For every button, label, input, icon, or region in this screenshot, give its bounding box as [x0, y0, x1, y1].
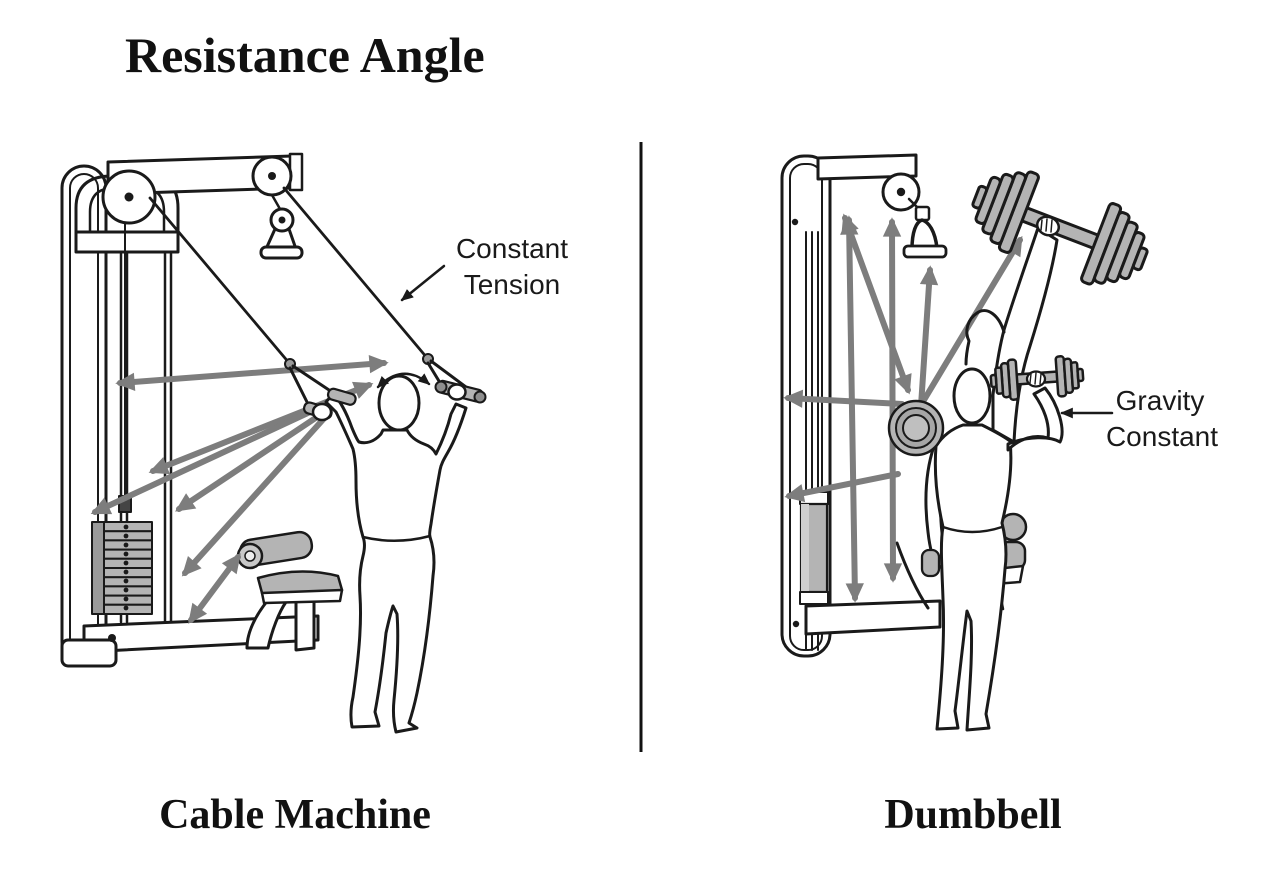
bench	[236, 530, 344, 652]
person-cable	[324, 374, 468, 734]
person-cable-head	[377, 374, 421, 432]
cable-handle-left	[284, 358, 357, 422]
hanging-handle-attachment	[259, 193, 304, 260]
page-title: Resistance Angle	[125, 27, 485, 83]
constant-tension-annotation: Constant Tension	[400, 233, 568, 302]
weight-stack	[91, 223, 153, 615]
gravity-constant-line1: Gravity	[1116, 385, 1205, 416]
gravity-constant-line2: Constant	[1106, 421, 1218, 452]
pulley-right	[251, 155, 293, 197]
dumbbell-caption: Dumbbell	[884, 792, 1061, 838]
person-dumbbell-press-hand	[1035, 215, 1061, 237]
pulley-left	[101, 169, 157, 225]
cable-machine-panel: Constant Tension	[60, 152, 568, 734]
gravity-direction-arrows	[783, 213, 1023, 603]
dumbbell-large	[971, 170, 1149, 286]
cable-machine-caption: Cable Machine	[159, 792, 431, 838]
person-cable-left-hand	[311, 402, 333, 422]
weight-plate-circle	[887, 399, 945, 457]
constant-tension-line2: Tension	[464, 269, 561, 300]
cable-handle-right	[422, 353, 487, 404]
rotation-arc-arrow	[376, 372, 431, 389]
stirrup-handle	[902, 197, 948, 259]
person-dumbbell-curl-hand	[1025, 370, 1047, 388]
person-dumbbell-curl-arm	[1006, 386, 1064, 452]
dumbbell-panel: Gravity Constant	[780, 153, 1218, 732]
weight-stack-right	[799, 491, 829, 605]
cables	[148, 186, 430, 366]
constant-tension-line1: Constant	[456, 233, 568, 264]
person-dumbbell-head	[952, 367, 992, 425]
person-cable-right-hand	[447, 383, 467, 401]
person-dumbbell	[920, 226, 1064, 732]
constant-tension-arrow	[400, 264, 446, 302]
machine-base-right	[792, 599, 942, 636]
gravity-constant-annotation: Gravity Constant	[1060, 385, 1218, 452]
